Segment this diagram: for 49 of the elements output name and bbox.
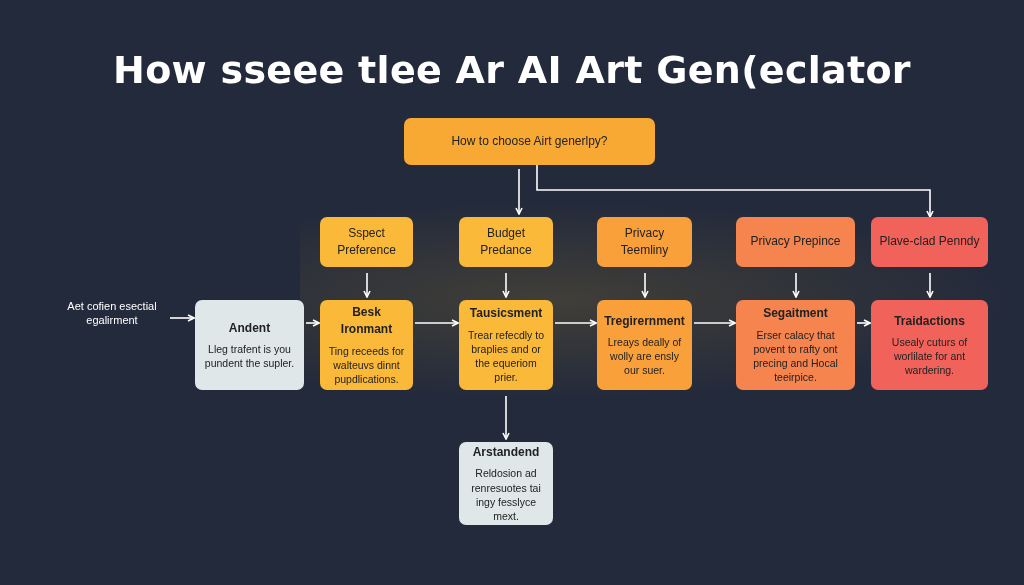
arrow — [856, 319, 871, 327]
description-text: Erser calacy that povent to rafty ont precing and Hocal teeirpice. — [752, 327, 839, 385]
heading-text: Tregirernment — [604, 312, 685, 330]
description-text: Trear refecdly to braplies and or the equeriom prier. — [466, 327, 546, 385]
arrow — [363, 272, 371, 298]
heading-text: How to choose Airt generlpy? — [451, 132, 608, 150]
step-card — [597, 300, 692, 390]
arrow — [536, 164, 934, 218]
heading-text: Aet cofien esectial egalirment — [66, 298, 158, 328]
arrow — [502, 272, 510, 298]
arrow — [169, 314, 195, 322]
description-text: Lreays deally of wolly are ensly our suer. — [606, 334, 683, 378]
heading-text: Andent — [228, 319, 271, 337]
description-text: Reldosion ad renresuotes tai ingy fesslyce mext. — [470, 466, 542, 524]
heading-text: Arstandend — [472, 443, 540, 461]
option-box — [597, 217, 692, 267]
step-card — [195, 300, 304, 390]
heading-text: Privacy Teemliny — [619, 224, 670, 259]
option-box — [459, 217, 553, 267]
option-box — [736, 217, 855, 267]
arrow — [305, 319, 320, 327]
heading-text: Besk Ironmant — [339, 303, 394, 339]
arrow — [554, 319, 597, 327]
heading-text: Segaitment — [763, 305, 828, 323]
step-card — [459, 442, 553, 525]
arrow — [414, 319, 459, 327]
step-card — [459, 300, 553, 390]
option-box — [871, 217, 988, 267]
heading-text: Plave-clad Penndy — [879, 233, 980, 251]
heading-text: Budget Predance — [479, 224, 533, 259]
option-box — [320, 217, 413, 267]
heading-text: Traidactions — [894, 312, 965, 330]
arrow — [502, 395, 510, 440]
heading-text: Sspect Preference — [336, 224, 397, 259]
option-box — [404, 118, 655, 165]
step-card — [871, 300, 988, 390]
arrow — [926, 272, 934, 298]
arrow — [641, 272, 649, 298]
description-text: Usealy cuturs of worlilate for ant wardering. — [890, 334, 969, 378]
title: How sseee tlee Ar AI Art Gen(eclator — [112, 48, 912, 92]
arrow — [693, 319, 736, 327]
step-card — [736, 300, 855, 390]
heading-text: Tausicsment — [469, 305, 543, 323]
description-text: Ting receeds for walteuvs dinnt pupdlications. — [327, 343, 406, 387]
arrow — [792, 272, 800, 298]
description-text: Lleg trafent is you pundent the supler. — [203, 342, 296, 371]
heading-text: Privacy Prepince — [750, 233, 841, 251]
step-card — [320, 300, 413, 390]
arrow — [515, 168, 523, 215]
